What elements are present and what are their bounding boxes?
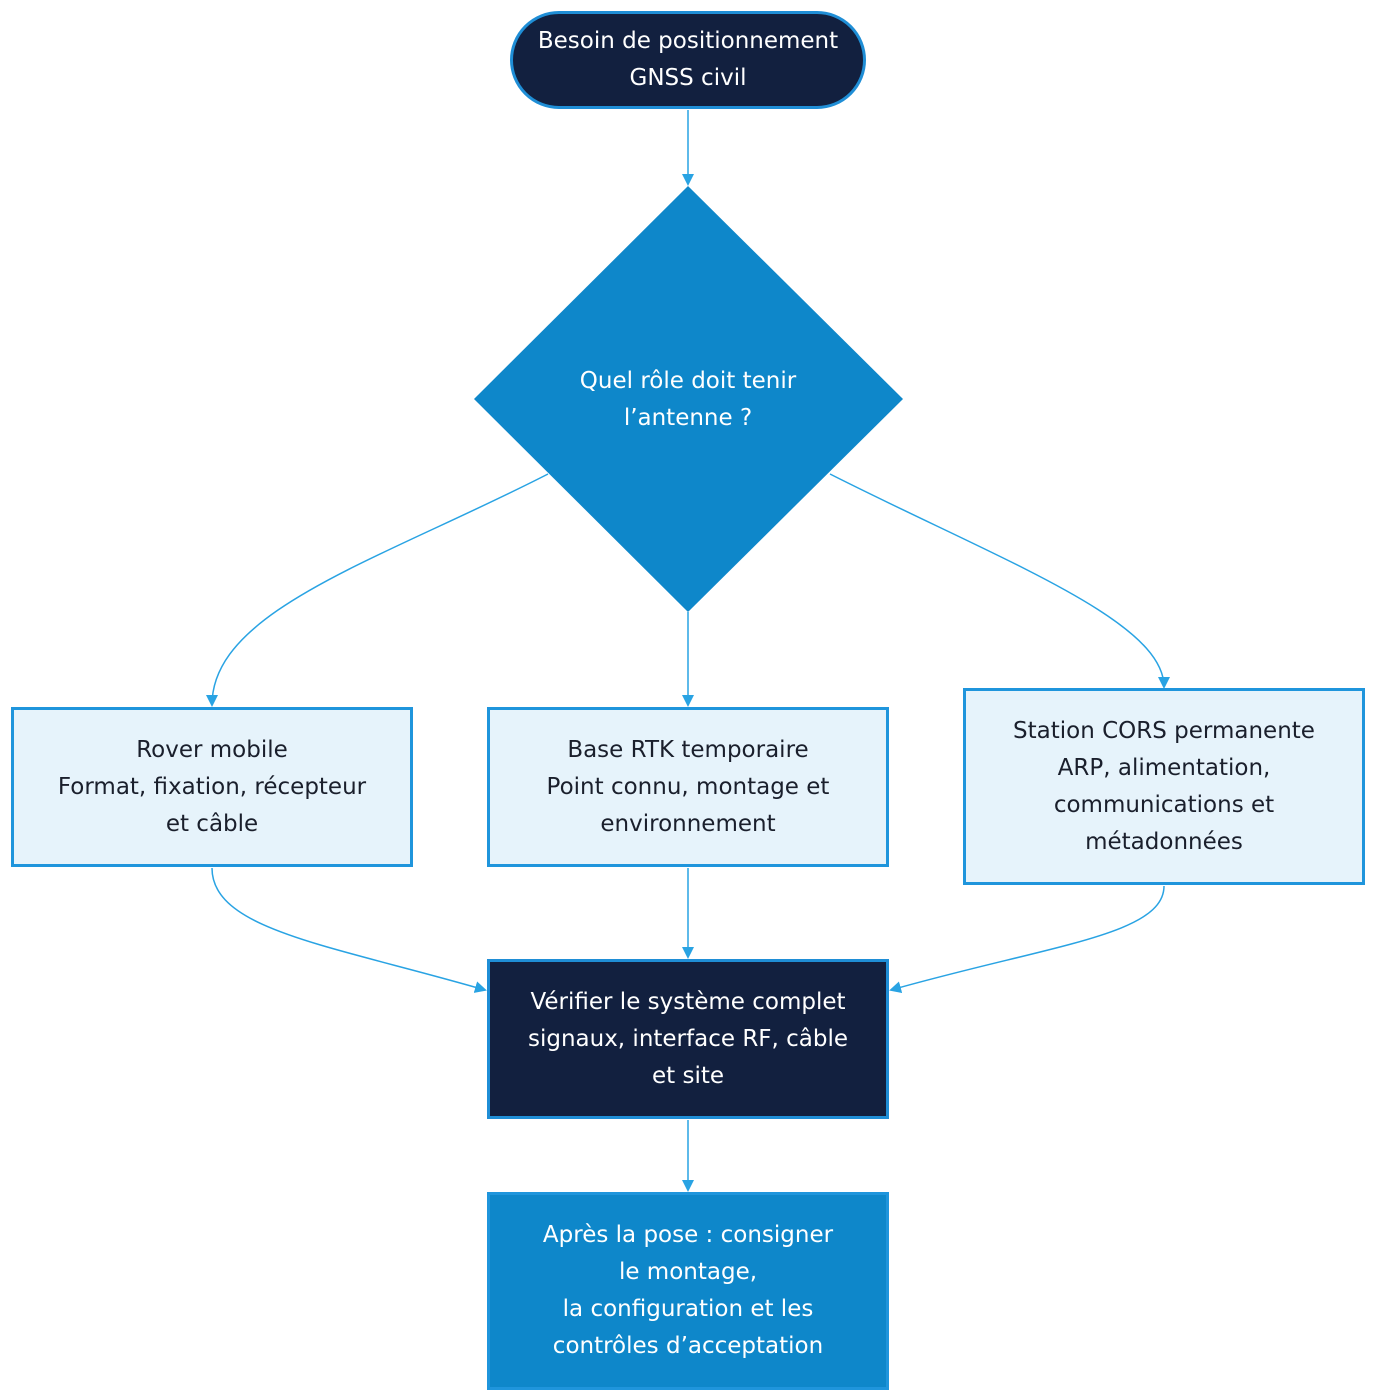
start-terminal-node: Besoin de positionnement GNSS civil xyxy=(510,11,866,109)
edge-decision-to-cors xyxy=(829,473,1170,689)
node-label-line: environnement xyxy=(600,810,776,837)
node-label-line: Rover mobile xyxy=(136,736,288,763)
node-label-line: Quel rôle doit tenir xyxy=(579,368,797,394)
node-label-line: Format, fixation, récepteur xyxy=(57,773,367,800)
node-label-line: et câble xyxy=(165,810,259,837)
node-label-line: et site xyxy=(651,1062,725,1089)
node-label-line: Base RTK temporaire xyxy=(567,736,809,763)
rover-mobile-node: Rover mobile Format, fixation, récepteur… xyxy=(11,707,413,867)
node-label-line: signaux, interface RF, câble xyxy=(527,1025,849,1052)
decision-diamond xyxy=(474,186,903,612)
node-label-line: ARP, alimentation, xyxy=(1057,754,1271,781)
decision-node-label: Quel rôle doit tenir l’antenne ? xyxy=(520,320,856,480)
node-label-line: Après la pose : consigner xyxy=(542,1222,834,1248)
node-label-line: métadonnées xyxy=(1085,828,1243,855)
node-label-line: Vérifier le système complet xyxy=(530,988,846,1015)
node-label-line: Besoin de positionnement xyxy=(537,28,839,54)
station-cors-node: Station CORS permanente ARP, alimentatio… xyxy=(963,688,1365,885)
after-install-node: Après la pose : consigner le montage, la… xyxy=(487,1192,889,1390)
node-label-line: l’antenne ? xyxy=(623,405,753,431)
edge-rover-to-verify xyxy=(211,867,487,993)
node-label-line: GNSS civil xyxy=(629,65,747,91)
node-label-line: contrôles d’acceptation xyxy=(552,1333,824,1359)
edge-decision-to-rover xyxy=(206,473,549,707)
node-label-line: la configuration et les xyxy=(562,1296,814,1322)
node-label-line: Station CORS permanente xyxy=(1013,717,1315,744)
node-label-line: le montage, xyxy=(618,1259,758,1285)
node-label-line: communications et xyxy=(1053,791,1275,818)
node-label-line: Point connu, montage et xyxy=(546,773,830,800)
verify-system-node: Vérifier le système complet signaux, int… xyxy=(487,959,889,1119)
edge-cors-to-verify xyxy=(889,885,1165,994)
base-rtk-node: Base RTK temporaire Point connu, montage… xyxy=(487,707,889,867)
